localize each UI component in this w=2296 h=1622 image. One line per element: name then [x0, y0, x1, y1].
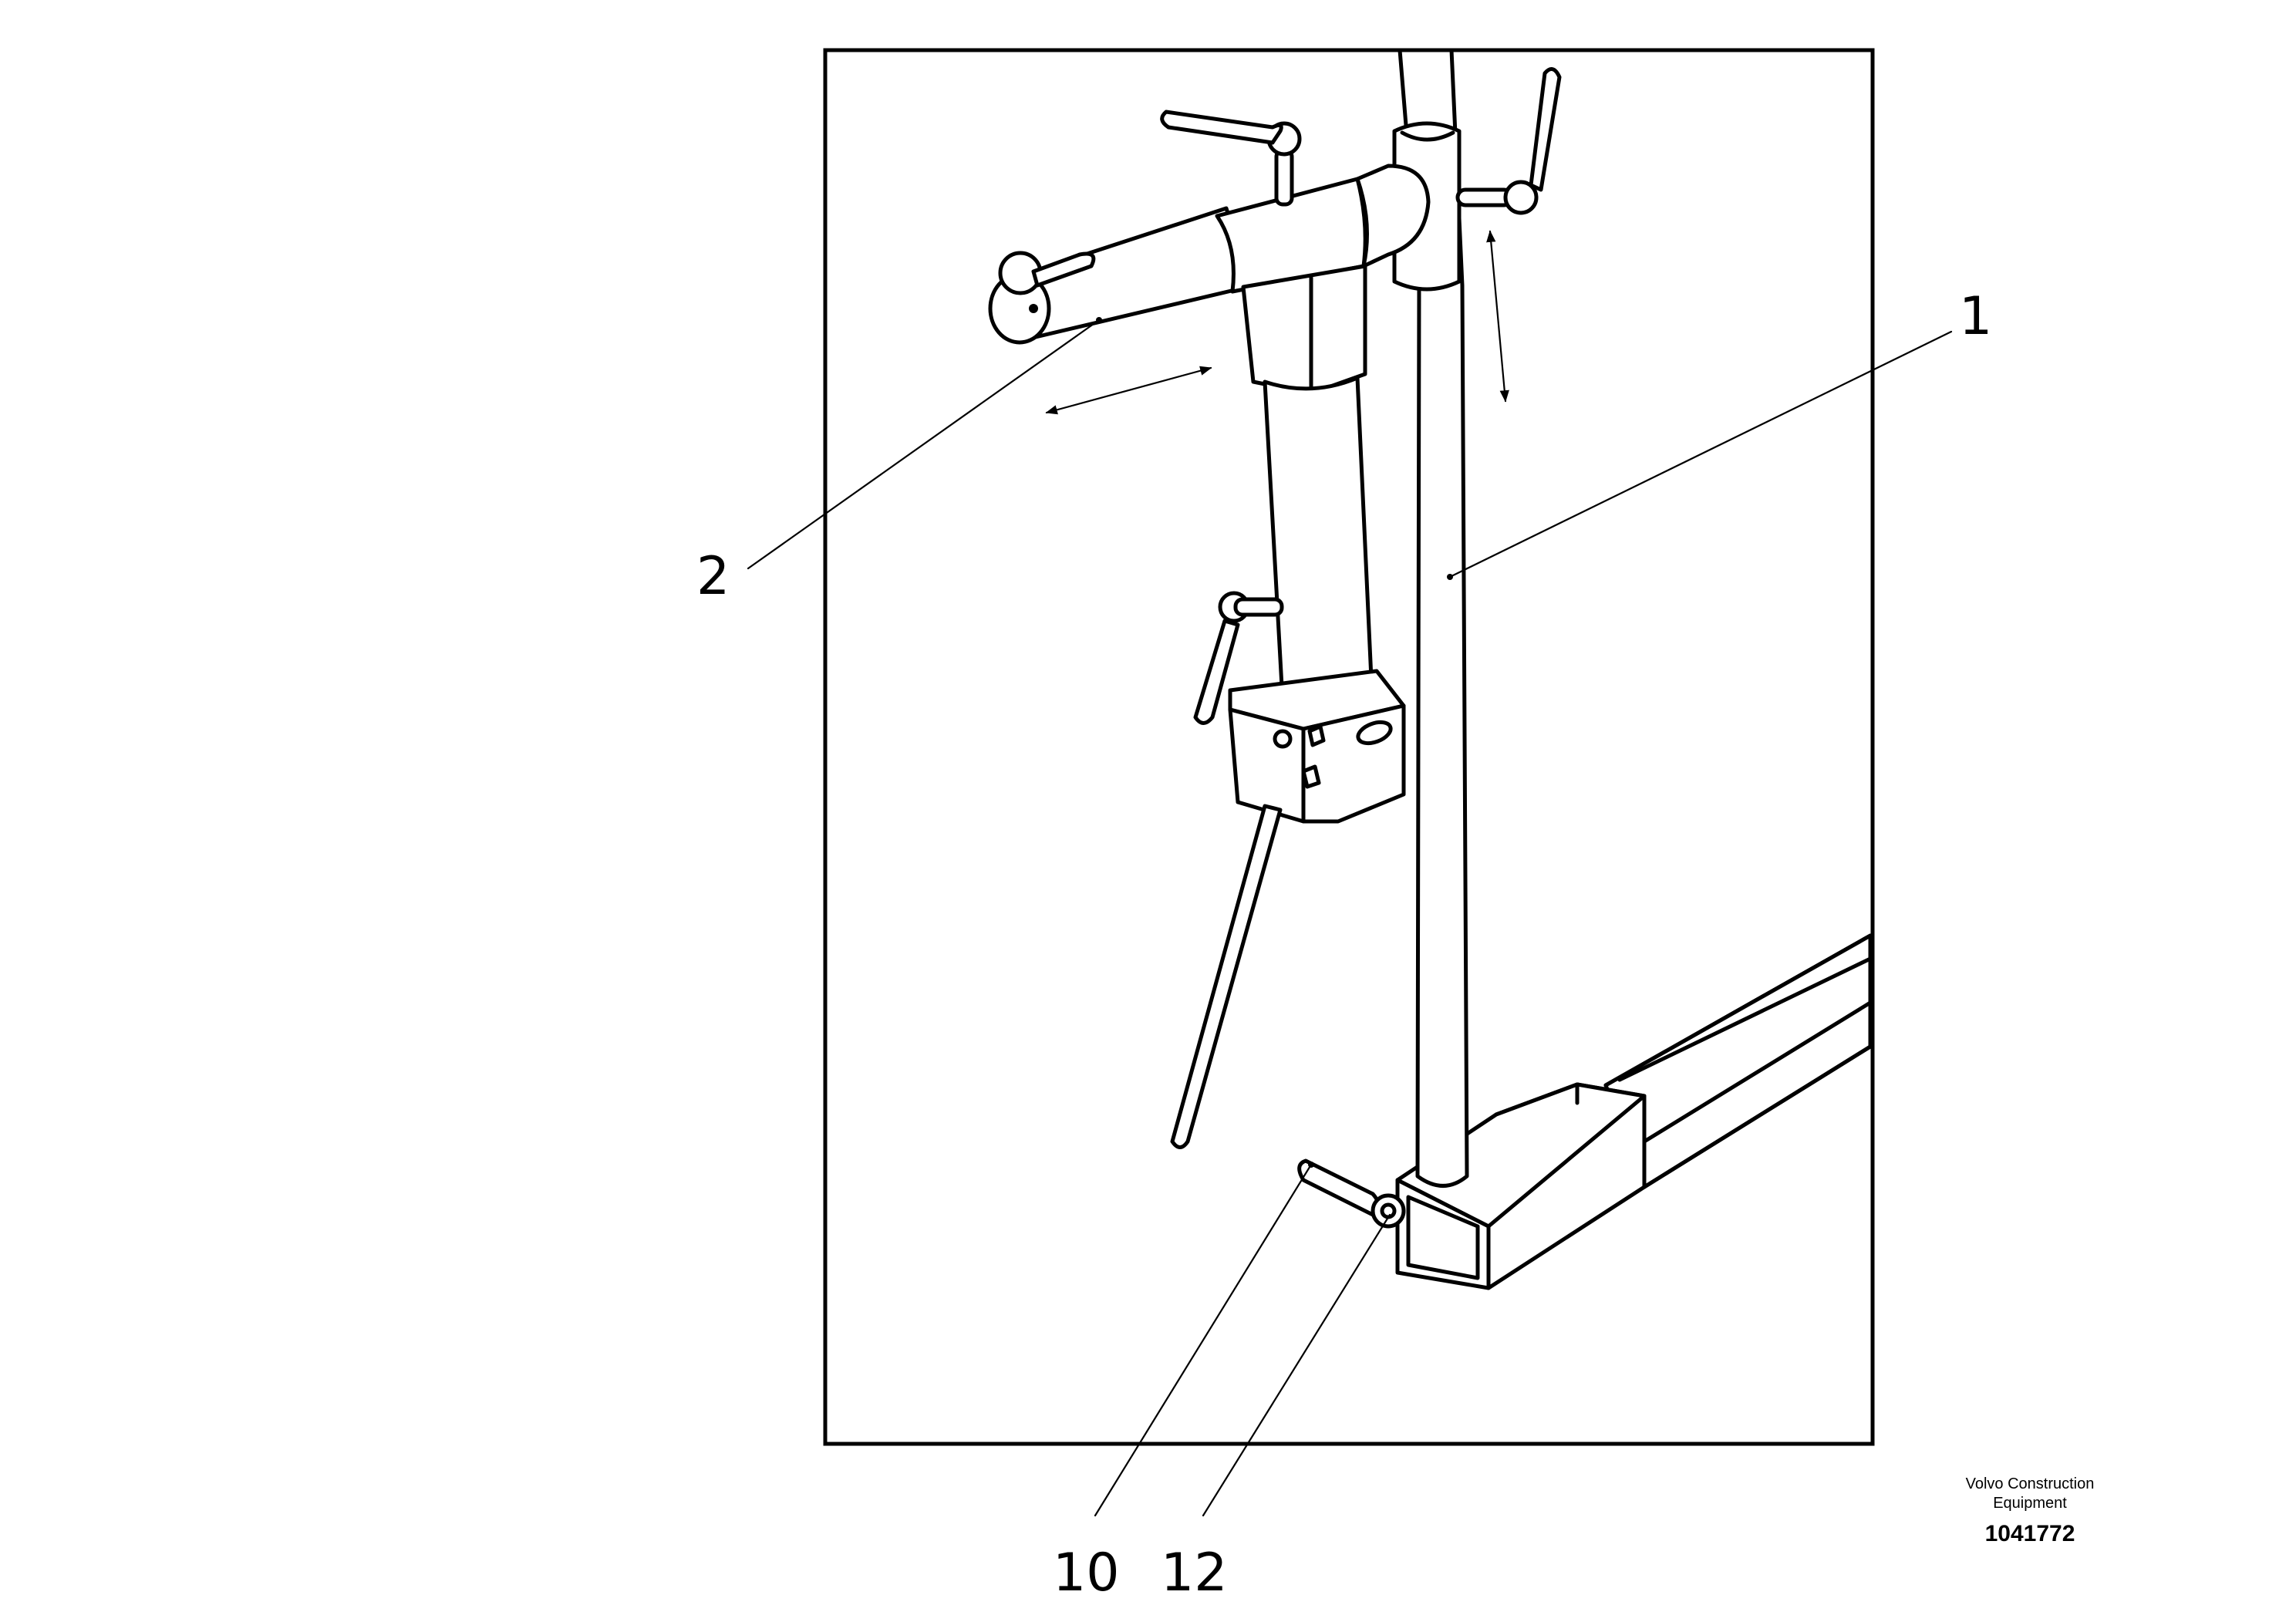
base-locking-handle: [1297, 1158, 1406, 1229]
callout-label-12: 12: [1161, 1543, 1228, 1603]
callout-label-2: 2: [696, 546, 730, 607]
clamp-block: [1228, 669, 1406, 824]
brand-name-line1: Volvo Construction: [1966, 1475, 2095, 1492]
arm-end-handle: [998, 251, 1096, 295]
leader-line-10: [1094, 1163, 1313, 1517]
long-rod: [1170, 804, 1283, 1149]
leader-line-12: [1202, 1213, 1391, 1517]
pole-clamp-handle: [1455, 67, 1562, 215]
base-bracket: [1395, 1082, 1647, 1290]
motion-arrows: [1045, 230, 1509, 415]
brand-name-line2: Equipment: [1993, 1495, 2067, 1512]
document-number: 1041772: [1985, 1521, 2075, 1546]
leader-line-2: [747, 319, 1101, 570]
leader-lines: [747, 317, 1953, 1517]
tube-side-handle: [1193, 591, 1284, 725]
leader-line-1: [1448, 330, 1953, 578]
callout-label-1: 1: [1959, 286, 1992, 347]
callout-label-10: 10: [1053, 1543, 1120, 1603]
telescopic-tube: [1241, 264, 1374, 693]
illustration-frame: [823, 48, 1875, 1446]
arm-top-handle: [1160, 110, 1302, 207]
